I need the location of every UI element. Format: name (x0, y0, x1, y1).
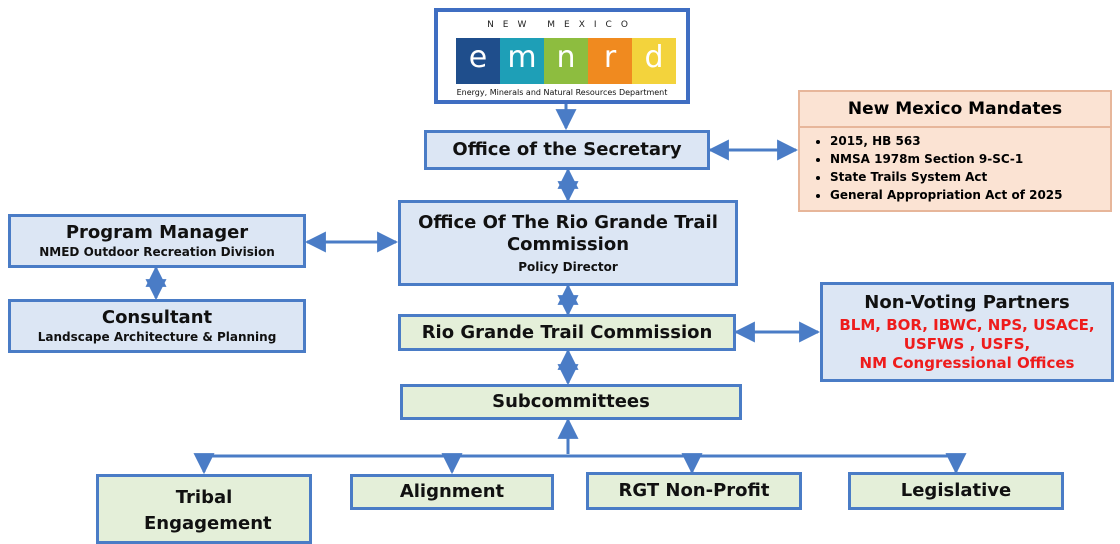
program-manager-title: Program Manager (65, 222, 249, 243)
rgt-non-profit-title: RGT Non-Profit (618, 480, 770, 501)
partners-line: NM Congressional Offices (859, 353, 1075, 372)
legislative-title: Legislative (900, 480, 1012, 501)
mandate-item: NMSA 1978m Section 9-SC-1 (830, 150, 1110, 168)
logo-tile-r: r (588, 38, 632, 84)
consultant-title: Consultant (101, 307, 213, 328)
program-manager-subtitle: NMED Outdoor Recreation Division (39, 245, 275, 259)
rgt-commission-office-subtitle: Policy Director (518, 259, 618, 274)
logo-tile-m: m (500, 38, 544, 84)
tribal-engagement-box: Tribal Engagement (96, 474, 312, 544)
logo-department-text: Energy, Minerals and Natural Resources D… (456, 88, 668, 97)
partners-line: BLM, BOR, IBWC, NPS, USACE, (839, 315, 1095, 334)
logo-tile-d: d (632, 38, 676, 84)
emnrd-logo: NEW MEXICO e m n r d Energy, Minerals an… (434, 8, 690, 104)
rio-grande-trail-commission-box: Rio Grande Trail Commission (398, 314, 736, 351)
partners-line: USFWS , USFS, (903, 334, 1031, 353)
logo-tile-n: n (544, 38, 588, 84)
rio-grande-trail-commission-title: Rio Grande Trail Commission (421, 321, 713, 343)
mandate-item: 2015, HB 563 (830, 132, 1110, 150)
mandates-title: New Mexico Mandates (800, 92, 1110, 128)
legislative-box: Legislative (848, 472, 1064, 510)
consultant-box: Consultant Landscape Architecture & Plan… (8, 299, 306, 353)
non-voting-partners-box: Non-Voting Partners BLM, BOR, IBWC, NPS,… (820, 282, 1114, 382)
alignment-title: Alignment (399, 481, 505, 502)
mandates-box: New Mexico Mandates 2015, HB 563 NMSA 19… (798, 90, 1112, 212)
office-of-secretary-box: Office of the Secretary (424, 130, 710, 170)
program-manager-box: Program Manager NMED Outdoor Recreation … (8, 214, 306, 268)
mandates-list: 2015, HB 563 NMSA 1978m Section 9-SC-1 S… (800, 132, 1110, 204)
non-voting-partners-title: Non-Voting Partners (864, 291, 1070, 313)
consultant-subtitle: Landscape Architecture & Planning (37, 330, 277, 344)
mandate-item: State Trails System Act (830, 168, 1110, 186)
logo-tiles: e m n r d (456, 38, 676, 84)
rgt-commission-office-title: Office Of The Rio Grande Trail Commissio… (418, 211, 718, 255)
rgt-non-profit-box: RGT Non-Profit (586, 472, 802, 510)
mandate-item: General Appropriation Act of 2025 (830, 186, 1110, 204)
subcommittees-box: Subcommittees (400, 384, 742, 420)
logo-tile-e: e (456, 38, 500, 84)
alignment-box: Alignment (350, 474, 554, 510)
logo-state-text: NEW MEXICO (487, 20, 637, 30)
subcommittees-title: Subcommittees (492, 391, 650, 412)
office-of-secretary-title: Office of the Secretary (452, 139, 682, 160)
rgt-commission-office-box: Office Of The Rio Grande Trail Commissio… (398, 200, 738, 286)
tribal-engagement-title: Tribal Engagement (144, 487, 272, 534)
